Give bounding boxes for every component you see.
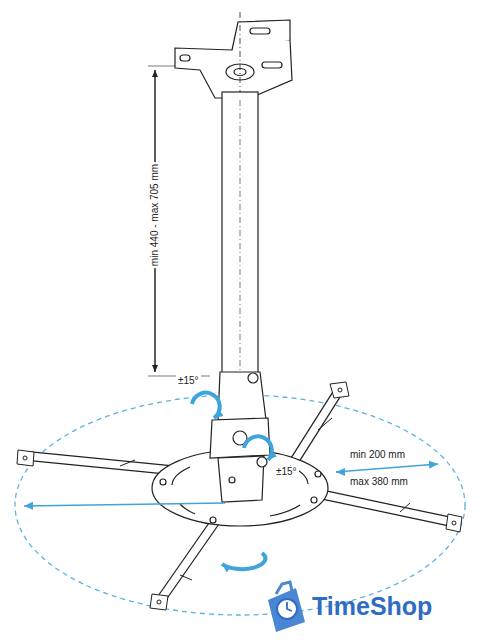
drawing-stroke [222,553,265,569]
drawing-stroke [318,418,332,430]
tilt-angle-label: ±15° [274,466,299,478]
height-dimension-label: min 440 - max 705 mm [149,162,161,268]
mount-plate [152,450,328,526]
drawing-stroke [222,92,258,377]
drawing-stroke [28,456,170,470]
radius-max-label: max 380 mm [348,476,410,488]
drawing-stroke [232,20,290,50]
drawing-stroke [338,388,342,392]
drawing-stroke [452,521,456,525]
drawing-stroke [148,66,175,67]
drawing-stroke [150,594,168,610]
drawing-stroke [157,600,161,604]
drawing-stroke [311,497,317,503]
drawing-stroke [262,62,282,68]
drawing-stroke [250,28,270,34]
drawing-stroke [162,522,215,598]
drawing-stroke [268,588,305,632]
drawing-stroke [218,372,266,420]
drawing-stroke [276,582,292,594]
drawing-stroke [270,505,300,516]
drawing-stroke [248,373,258,383]
ceiling-bracket [175,20,292,98]
drawing-stroke [315,471,321,477]
drawing-stroke [310,492,452,522]
drawing-stroke [257,457,267,467]
drawing-stroke [295,392,338,460]
rotation-arrows [192,393,272,569]
drawing-stroke [24,503,225,506]
radius-min-label: min 200 mm [348,449,407,461]
tilt-angle-label: ±15° [176,375,201,387]
drawing-stroke [336,464,438,472]
drawing-stroke [336,471,340,472]
extension-pole [222,12,258,377]
drawing-stroke [23,456,27,460]
drawing-stroke [310,492,452,522]
drawing-stroke [330,382,349,398]
drawing-stroke [192,393,220,418]
drawing-stroke [287,602,292,611]
drawing-stroke [240,12,241,92]
watermark-text: TimeShop [312,592,432,620]
drawing-stroke [160,479,166,485]
drawing-stroke [172,467,190,485]
drawing-stroke [240,100,241,370]
drawing-stroke [180,55,190,61]
drawing-stroke [446,514,462,532]
height-dimension [148,66,210,376]
drawing-stroke [180,575,192,580]
drawing-stroke [17,450,34,466]
drawing-stroke [162,522,215,598]
drawing-stroke [400,503,410,512]
drawing-stroke [152,450,328,526]
radius-arrows [24,464,438,506]
drawing-stroke [229,477,235,483]
sweep-ellipse [15,395,465,615]
drawing-stroke [277,599,297,619]
drawing-stroke [295,392,338,460]
drawing-stroke [28,456,170,470]
drawing-stroke [120,460,135,466]
mount-arms [28,392,452,598]
watermark-icon [268,582,305,632]
drawing-stroke [244,436,272,460]
drawing-stroke [180,504,195,514]
drawing-stroke [210,517,216,523]
